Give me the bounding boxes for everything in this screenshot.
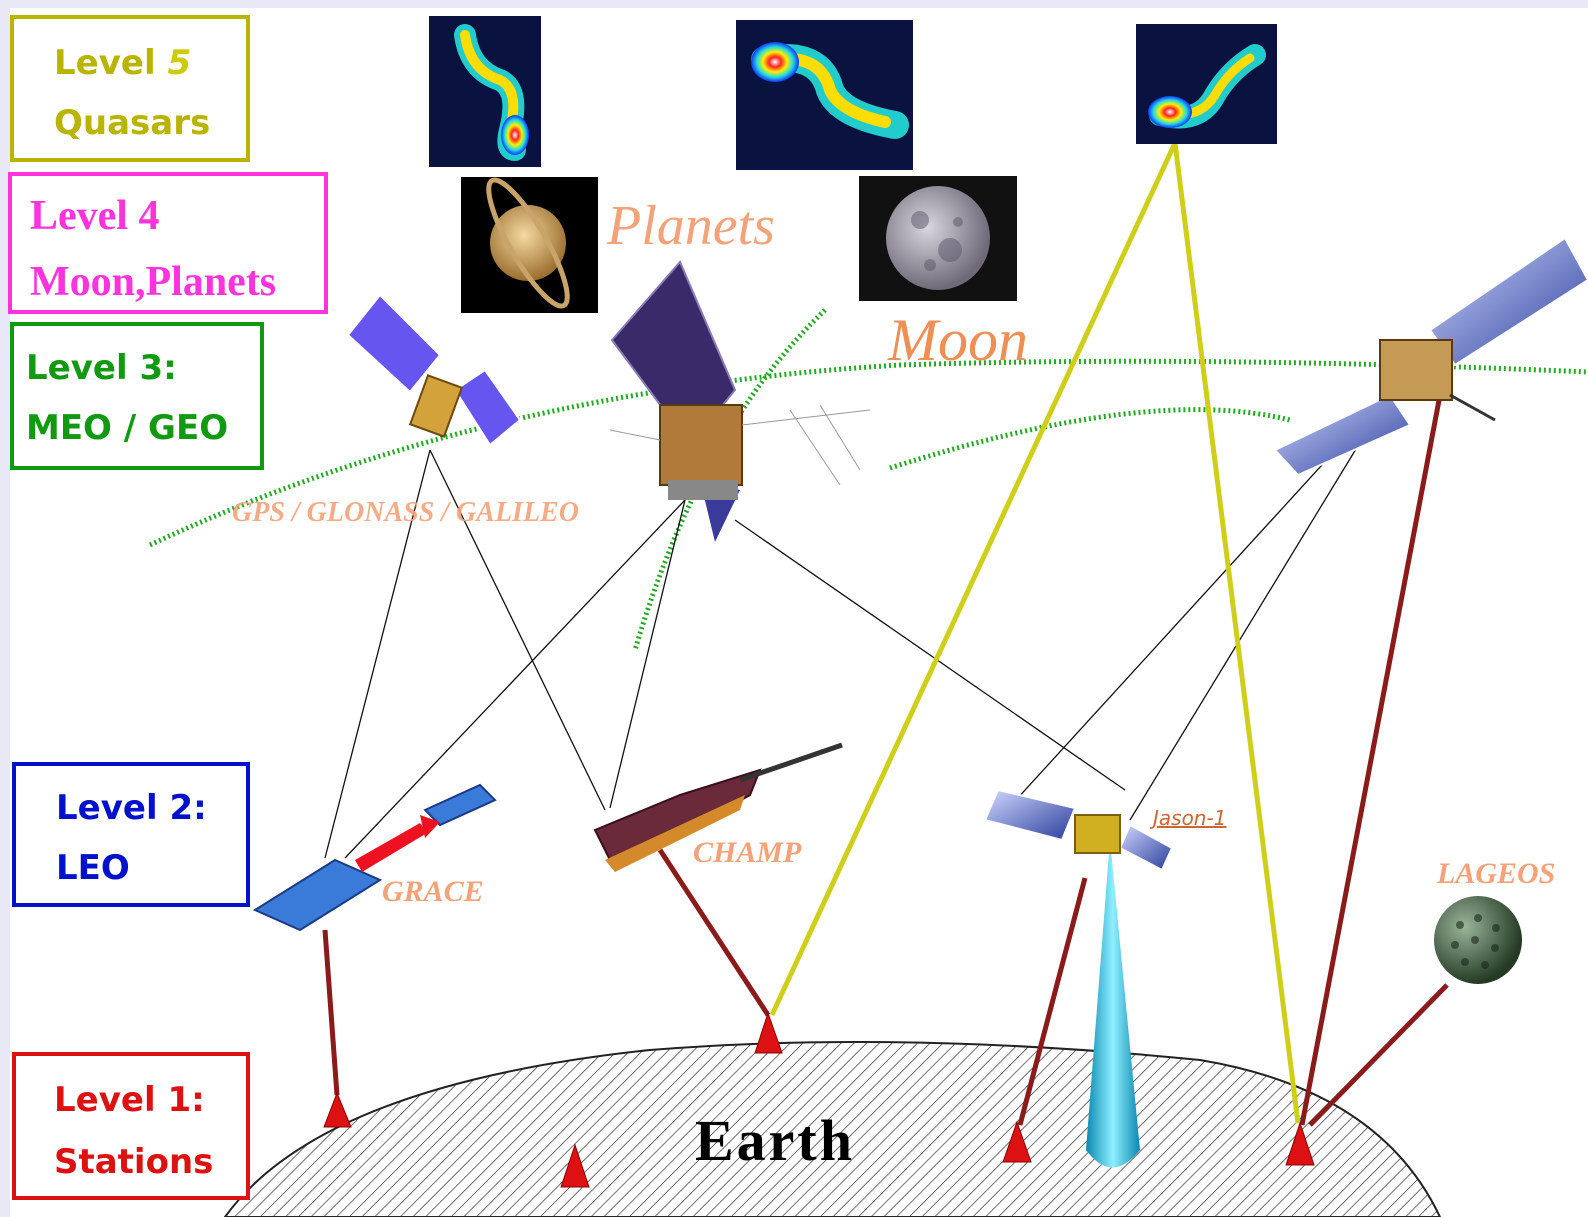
level2-title: Level 2: [56, 788, 207, 828]
grace-label: GRACE [382, 875, 484, 908]
quasar-image-3 [1136, 24, 1277, 144]
level3-box: Level 3: MEO / GEO [10, 322, 264, 470]
gnss-satellite-icon [346, 293, 522, 447]
altimeter-beam [1086, 840, 1140, 1168]
vlbi-links [769, 141, 1301, 1124]
level4-subtitle: Moon,Planets [30, 259, 277, 305]
planets-label: Planets [607, 195, 775, 257]
level5-number: 5 [167, 43, 192, 83]
level1-subtitle: Stations [54, 1142, 214, 1182]
saturn-image [461, 177, 598, 313]
level5-label: Level [54, 43, 168, 83]
gnss-label: GPS / GLONASS / GALILEO [232, 497, 579, 528]
jason-satellite-icon [983, 788, 1174, 872]
orbit-lines [148, 308, 1588, 651]
geo-satellite-icon [1273, 236, 1588, 477]
gnss-satellite-center-icon [609, 260, 871, 542]
level4-box: Level 4 Moon,Planets [8, 172, 328, 314]
level1-title: Level 1: [54, 1080, 205, 1120]
moon-label: Moon [888, 307, 1028, 373]
level5-subtitle: Quasars [54, 103, 211, 143]
jason-label: Jason-1 [1153, 806, 1227, 830]
champ-satellite-icon [593, 742, 843, 872]
lageos-label: LAGEOS [1437, 857, 1556, 890]
level3-title: Level 3: [26, 348, 177, 388]
lageos-satellite-icon [1434, 896, 1522, 984]
ranging-links [322, 394, 1449, 1127]
quasar-image-1 [429, 16, 541, 167]
level1-box: Level 1: Stations [12, 1052, 250, 1200]
earth-surface [223, 1041, 1442, 1217]
earth-label: Earth [695, 1108, 855, 1173]
ground-stations [323, 1011, 1315, 1188]
grace-satellites-icon [252, 783, 497, 932]
level5-title: Level 5 [54, 43, 246, 83]
level3-subtitle: MEO / GEO [26, 408, 229, 448]
level2-box: Level 2: LEO [12, 762, 250, 907]
champ-label: CHAMP [693, 836, 802, 869]
level2-subtitle: LEO [56, 848, 130, 888]
quasar-image-2 [736, 20, 913, 170]
level4-title: Level 4 [30, 193, 160, 239]
level5-box: Level 5 Quasars [10, 15, 250, 162]
moon-image [859, 176, 1017, 301]
